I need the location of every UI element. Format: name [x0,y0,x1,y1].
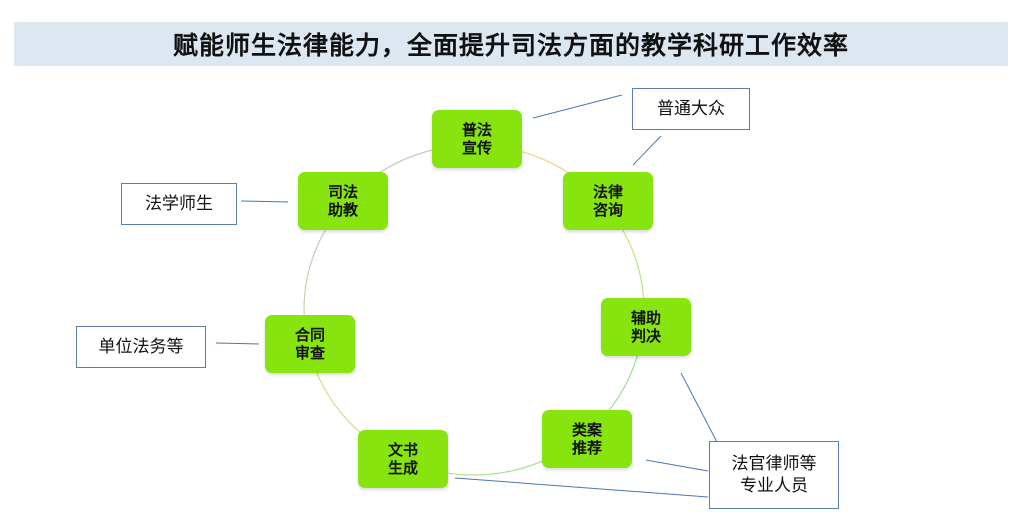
node-judicial-assistant-line1: 司法 [327,183,358,201]
node-legal-publicity-line2: 宣传 [461,139,492,157]
audience-public-label: 普通大众 [657,99,725,119]
title-banner: 赋能师生法律能力，全面提升司法方面的教学科研工作效率 [14,22,1008,66]
node-contract-review-line2: 审查 [294,344,325,362]
audience-professionals-line2: 专业人员 [740,476,808,496]
node-legal-publicity: 普法 宣传 [432,110,522,168]
node-document-generation-line2: 生成 [387,459,418,477]
node-assisted-judgment: 辅助 判决 [601,298,691,356]
connector-public-bottom [632,135,662,166]
audience-students: 法学师生 [121,183,237,225]
audience-public: 普通大众 [632,88,750,130]
node-contract-review-line1: 合同 [294,326,325,344]
audience-units: 单位法务等 [76,326,206,368]
connector-pro-cases [645,459,709,472]
node-legal-consultation: 法律 咨询 [563,172,653,230]
audience-professionals-line1: 法官律师等 [731,454,817,474]
connector-pro-documents [454,477,709,498]
node-case-recommendation-line2: 推荐 [571,439,602,457]
node-judicial-assistant-line2: 助教 [327,201,358,219]
audience-units-label: 单位法务等 [98,337,184,357]
node-assisted-judgment-line1: 辅助 [630,309,661,327]
connector-units [215,342,260,345]
node-legal-consultation-line2: 咨询 [592,201,623,219]
connector-students [240,200,289,203]
node-document-generation-line1: 文书 [387,441,418,459]
connector-pro-judgment [680,372,719,445]
node-case-recommendation: 类案 推荐 [542,410,632,468]
node-legal-consultation-line1: 法律 [592,183,623,201]
node-case-recommendation-line1: 类案 [571,421,602,439]
page-title: 赋能师生法律能力，全面提升司法方面的教学科研工作效率 [172,31,849,60]
node-legal-publicity-line1: 普法 [461,121,492,139]
connector-public-top [532,94,623,119]
node-contract-review: 合同 审查 [265,315,355,373]
audience-professionals: 法官律师等 专业人员 [709,441,839,509]
node-assisted-judgment-line2: 判决 [630,327,661,345]
node-judicial-assistant: 司法 助教 [298,172,388,230]
node-document-generation: 文书 生成 [358,430,448,488]
audience-students-label: 法学师生 [145,194,213,214]
